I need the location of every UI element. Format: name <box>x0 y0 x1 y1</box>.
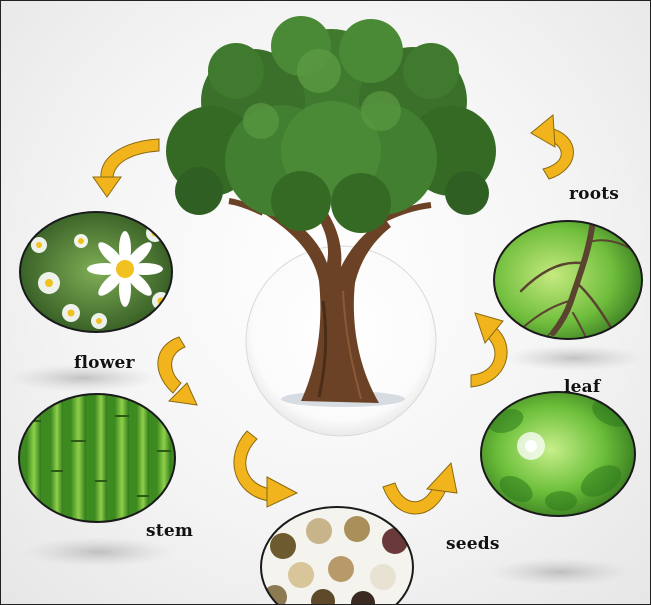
label-roots: roots <box>569 184 619 204</box>
arrow-stem-to-seeds-icon <box>234 431 297 507</box>
flower-photo <box>16 206 176 336</box>
stem-photo <box>16 391 181 526</box>
tree-illustration <box>166 16 496 403</box>
seeds-photo <box>259 505 419 604</box>
arrow-flower-to-stem-icon <box>158 337 197 405</box>
arrow-tree-to-flower-icon <box>93 139 159 197</box>
label-seeds: seeds <box>446 534 500 554</box>
arrow-leaf-to-roots-icon <box>471 313 507 387</box>
label-stem: stem <box>146 521 193 541</box>
arrow-seeds-to-leaf-icon <box>383 463 457 514</box>
arrow-roots-to-tree-icon <box>531 115 574 179</box>
tree-canopy <box>166 16 496 233</box>
label-leaf: leaf <box>564 377 600 397</box>
label-flower: flower <box>74 353 135 373</box>
